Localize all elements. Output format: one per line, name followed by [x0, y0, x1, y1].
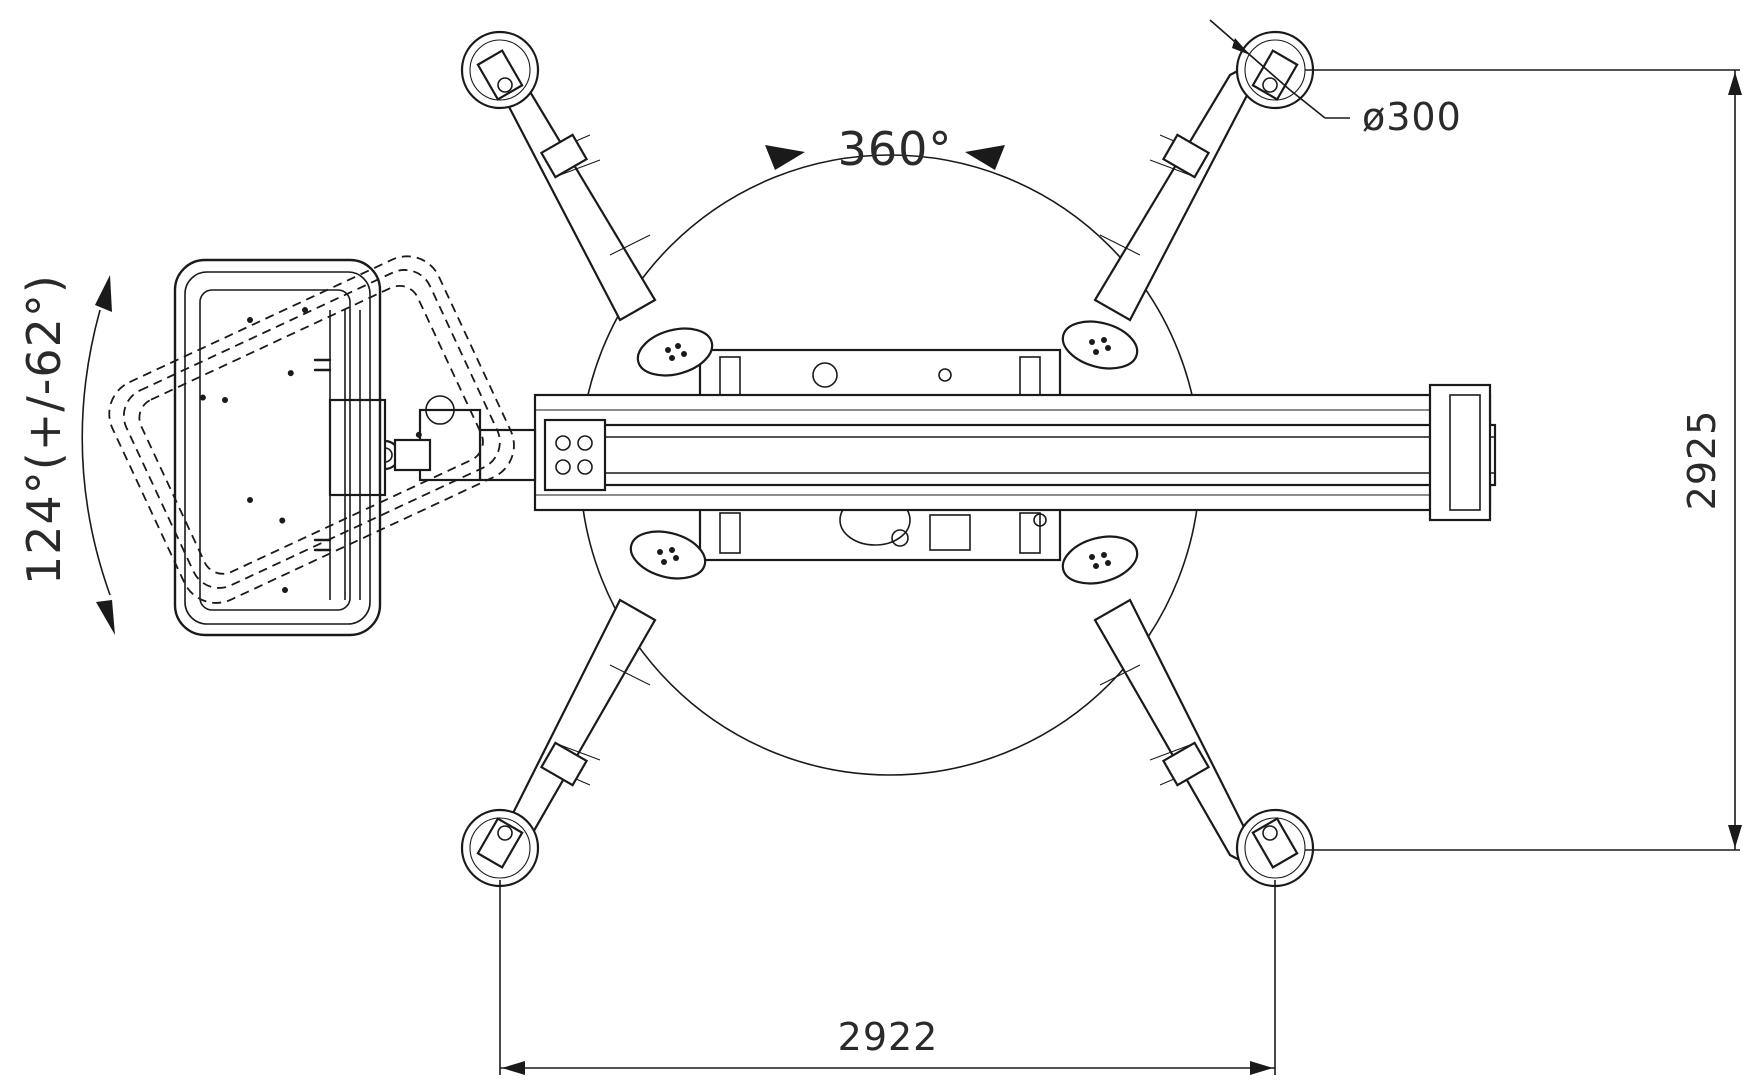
basket-rotation-label: 124°(+/-62°): [17, 274, 71, 585]
foot-pad-front-right: [1235, 30, 1315, 110]
track-pad-rear-right: [1061, 535, 1139, 585]
jib-rotator: [328, 395, 482, 497]
telescopic-boom: [478, 383, 1497, 522]
outrigger-front-right: [1093, 52, 1271, 322]
height-dimension-line: [1305, 69, 1742, 851]
foot-pad-rear-left: [460, 808, 540, 888]
pad-diameter-label: ø300: [1362, 95, 1462, 139]
width-dimension-line: [499, 880, 1276, 1075]
foot-pad-front-left: [460, 30, 540, 110]
track-pad-front-right: [1061, 320, 1139, 370]
width-dimension-label: 2922: [838, 1015, 939, 1059]
pad-diameter-callout: [1209, 19, 1350, 119]
foot-pad-rear-right: [1235, 808, 1315, 888]
height-dimension-label: 2925: [1680, 410, 1724, 511]
track-pad-front-left: [636, 327, 714, 377]
track-pad-rear-left: [629, 530, 707, 580]
rotation-angle-label: 360°: [838, 122, 953, 176]
rotation-arrows: [765, 145, 1005, 170]
basket-rotated: [108, 255, 515, 604]
basket-rotation-arrow: [81, 275, 115, 635]
basket-straight: [173, 258, 382, 637]
